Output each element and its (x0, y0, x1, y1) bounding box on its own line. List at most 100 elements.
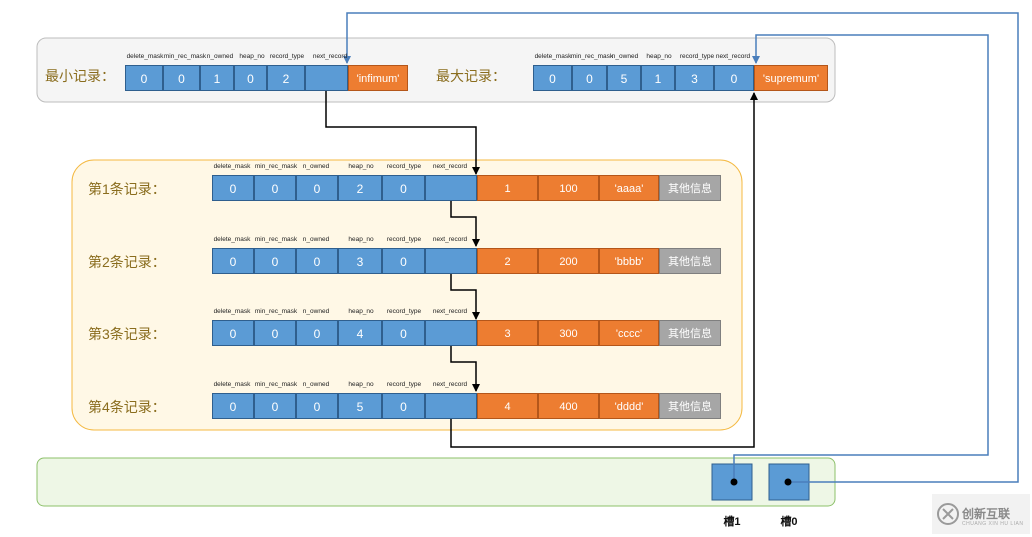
record-3-extra-info: 其他信息 (659, 320, 721, 346)
pointer-record-4-to-supremum (450, 92, 758, 448)
record-3-field-record_type: 0 (382, 320, 425, 346)
record-3-header-n_owned: n_owned (302, 308, 330, 315)
record-1-header-next_record: next_record (432, 163, 468, 170)
infimum-field-heap_no: 0 (234, 65, 267, 91)
watermark-subtext: CHUANG XIN HU LIAN (962, 521, 1024, 527)
record-2-col-2: 200 (538, 248, 599, 274)
infimum-header-next_record: next_record (312, 53, 348, 60)
record-3-header-next_record: next_record (432, 308, 468, 315)
infimum-field-next_record (305, 65, 348, 91)
record-3-field-min_rec_mask: 0 (254, 320, 296, 346)
supremum-field-delete_mask: 0 (533, 65, 572, 91)
pointer-slot-1-to-supremum (733, 34, 989, 482)
record-4-field-next_record (425, 393, 477, 419)
infimum-header-delete_mask: delete_mask (126, 53, 164, 60)
supremum-field-n_owned: 5 (607, 65, 641, 91)
record-3-field-heap_no: 4 (338, 320, 382, 346)
supremum-value: 'supremum' (754, 65, 828, 91)
record-2-header-heap_no: heap_no (348, 236, 374, 243)
infimum-header-n_owned: n_owned (206, 53, 234, 60)
slot-1-pointer-dot (730, 478, 738, 486)
slot-1-label: 槽1 (723, 516, 741, 528)
record-3-field-delete_mask: 0 (212, 320, 254, 346)
record-4-header-min_rec_mask: min_rec_mask (254, 381, 298, 388)
record-4-header-n_owned: n_owned (302, 381, 330, 388)
record-2-field-next_record (425, 248, 477, 274)
infimum-header-min_rec_mask: min_rec_mask (163, 53, 207, 60)
record-3-header-delete_mask: delete_mask (213, 308, 251, 315)
record-2-col-1: 2 (477, 248, 538, 274)
supremum-header-min_rec_mask: min_rec_mask (570, 53, 614, 60)
watermark-logo-mark (942, 508, 954, 520)
pointer-record-2-to-record-3 (450, 261, 480, 320)
record-1-extra-info: 其他信息 (659, 175, 721, 201)
record-4-header-heap_no: heap_no (348, 381, 374, 388)
record-4-label: 第4条记录： (88, 399, 166, 415)
record-2-header-record_type: record_type (386, 236, 422, 243)
supremum-header-delete_mask: delete_mask (534, 53, 572, 60)
infimum-field-min_rec_mask: 0 (163, 65, 200, 91)
user-records-box (71, 159, 743, 431)
record-1-header-heap_no: heap_no (348, 163, 374, 170)
record-4-header-delete_mask: delete_mask (213, 381, 251, 388)
record-4-col-1: 4 (477, 393, 538, 419)
record-2-extra-info: 其他信息 (659, 248, 721, 274)
infimum-value: 'infimum' (348, 65, 408, 91)
pointer-slot-0-to-infimum (343, 12, 1019, 483)
record-3-col-3: 'cccc' (599, 320, 659, 346)
record-3-header-record_type: record_type (386, 308, 422, 315)
supremum-header-heap_no: heap_no (646, 53, 672, 60)
record-1-header-record_type: record_type (386, 163, 422, 170)
record-2-header-delete_mask: delete_mask (213, 236, 251, 243)
record-1-label: 第1条记录： (88, 181, 166, 197)
record-2-field-record_type: 0 (382, 248, 425, 274)
record-1-col-1: 1 (477, 175, 538, 201)
record-2-col-3: 'bbbb' (599, 248, 659, 274)
pointer-record-3-to-record-4 (450, 333, 480, 392)
record-4-field-heap_no: 5 (338, 393, 382, 419)
record-2-field-n_owned: 0 (296, 248, 338, 274)
record-4-col-3: 'dddd' (599, 393, 659, 419)
infimum-header-record_type: record_type (269, 53, 305, 60)
supremum-field-min_rec_mask: 0 (572, 65, 607, 91)
record-1-header-n_owned: n_owned (302, 163, 330, 170)
infimum-field-delete_mask: 0 (125, 65, 163, 91)
record-3-label: 第3条记录： (88, 326, 166, 342)
record-3-field-next_record (425, 320, 477, 346)
record-4-extra-info: 其他信息 (659, 393, 721, 419)
record-1-header-delete_mask: delete_mask (213, 163, 251, 170)
record-2-header-min_rec_mask: min_rec_mask (254, 236, 298, 243)
infimum-field-n_owned: 1 (200, 65, 234, 91)
record-1-header-min_rec_mask: min_rec_mask (254, 163, 298, 170)
slot-1-box (711, 463, 753, 501)
record-2-field-heap_no: 3 (338, 248, 382, 274)
watermark-text: 创新互联 (962, 507, 1011, 521)
record-4-field-delete_mask: 0 (212, 393, 254, 419)
record-1-field-next_record (425, 175, 477, 201)
pointer-infimum-to-record-1 (325, 76, 480, 175)
record-3-header-heap_no: heap_no (348, 308, 374, 315)
record-1-col-2: 100 (538, 175, 599, 201)
supremum-label: 最大记录： (436, 68, 506, 84)
supremum-header-record_type: record_type (679, 53, 715, 60)
infimum-field-record_type: 2 (267, 65, 305, 91)
record-1-field-record_type: 0 (382, 175, 425, 201)
pointer-record-1-to-record-2 (450, 188, 480, 247)
record-4-col-2: 400 (538, 393, 599, 419)
record-3-header-min_rec_mask: min_rec_mask (254, 308, 298, 315)
record-4-field-n_owned: 0 (296, 393, 338, 419)
record-4-field-record_type: 0 (382, 393, 425, 419)
watermark-logo-icon (937, 503, 959, 525)
record-2-field-delete_mask: 0 (212, 248, 254, 274)
record-3-field-n_owned: 0 (296, 320, 338, 346)
record-1-col-3: 'aaaa' (599, 175, 659, 201)
record-1-field-delete_mask: 0 (212, 175, 254, 201)
slot-0-label: 槽0 (780, 516, 798, 528)
infimum-label: 最小记录： (45, 68, 115, 84)
record-4-header-record_type: record_type (386, 381, 422, 388)
supremum-field-heap_no: 1 (641, 65, 675, 91)
record-1-field-heap_no: 2 (338, 175, 382, 201)
record-1-field-min_rec_mask: 0 (254, 175, 296, 201)
record-4-header-next_record: next_record (432, 381, 468, 388)
supremum-field-next_record: 0 (714, 65, 754, 91)
